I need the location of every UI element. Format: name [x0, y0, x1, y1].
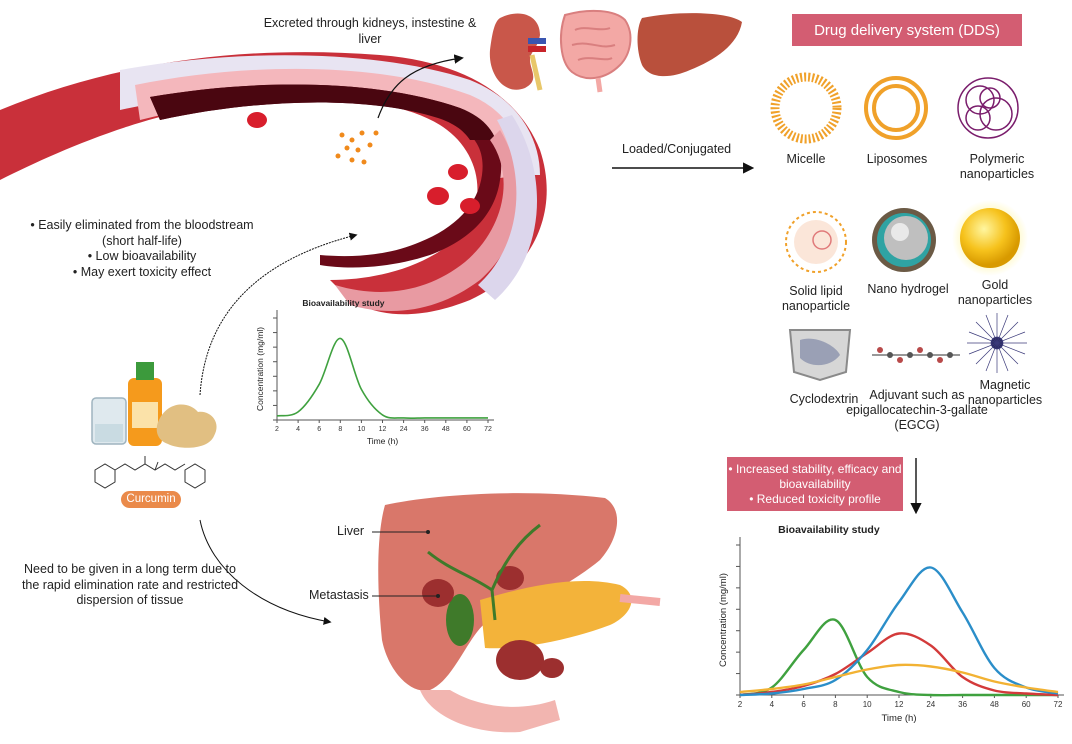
x-tick-label: 60 [1022, 700, 1031, 709]
excretion-arrow [377, 54, 464, 119]
blood-vessel-illustration [0, 52, 547, 315]
series-line-2 [739, 566, 1059, 697]
x-tick-label: 36 [958, 700, 967, 709]
curcumin-label: Curcumin [121, 491, 181, 508]
y-axis-label: Concentration (mg/ml) [718, 573, 729, 667]
x-tick-label: 6 [317, 426, 321, 433]
x-tick-label: 24 [400, 426, 408, 433]
loaded-conjugated-label: Loaded/Conjugated [622, 142, 732, 156]
solid-lipid-label: Solid lipid nanoparticle [781, 284, 851, 313]
x-tick-label: 6 [801, 700, 806, 709]
series-line-0 [276, 337, 488, 419]
curcumin-to-vessel-arrow [199, 232, 358, 396]
chart-title: Bioavailability study [778, 524, 880, 536]
benefit-item: • Increased stability, efficacy and bioa… [728, 461, 902, 491]
x-tick-label: 2 [275, 426, 279, 433]
liver-small-icon [637, 13, 742, 77]
x-tick-label: 48 [990, 700, 999, 709]
x-tick-label: 4 [296, 426, 300, 433]
liposome-icon [864, 76, 928, 140]
x-tick-label: 48 [442, 426, 450, 433]
metastasis-label: Metastasis [309, 588, 369, 602]
x-axis-label: Time (h) [367, 436, 398, 446]
micelle-icon [770, 72, 842, 144]
excretion-text: Excreted through kidneys, instestine & l… [263, 16, 477, 46]
curcumin-products-illustration [91, 362, 217, 448]
y-axis-label: Concentration (mg/ml) [255, 327, 265, 411]
adjuvant-label: Adjuvant such as epigallocatechin-3-gall… [846, 388, 988, 432]
cyclodextrin-icon [788, 329, 852, 382]
gold-label: Gold nanoparticles [957, 278, 1033, 307]
x-tick-label: 12 [379, 426, 387, 433]
intestine-icon [559, 9, 632, 93]
cyclodextrin-label: Cyclodextrin [789, 392, 859, 406]
x-tick-label: 60 [463, 426, 471, 433]
liver-pancreas-illustration [372, 493, 661, 733]
solid-lipid-nanoparticle-icon [785, 211, 847, 273]
series-line-1 [739, 632, 1059, 697]
x-tick-label: 24 [926, 700, 935, 709]
elimination-point: • May exert toxicity effect [72, 264, 212, 279]
x-tick-label: 72 [484, 426, 492, 433]
x-tick-label: 8 [338, 426, 342, 433]
x-tick-label: 10 [358, 426, 366, 433]
x-axis-label: Time (h) [881, 713, 916, 724]
curcumin-structure-icon [94, 456, 206, 489]
micelle-label: Micelle [786, 152, 826, 166]
elimination-point: • Low bioavailability [87, 249, 197, 264]
dds-title: Drug delivery system (DDS) [792, 14, 1022, 46]
series-line-0 [739, 618, 1058, 697]
polymeric-label: Polymeric nanoparticles [959, 152, 1035, 181]
elimination-points: • Easily eliminated from the bloodstream… [22, 218, 262, 281]
curcumin-to-liver-arrow [199, 519, 332, 625]
long-term-text: Need to be given in a long term due to t… [21, 562, 239, 608]
chart-title: Bioavailability study [302, 298, 384, 308]
liposomes-label: Liposomes [866, 152, 928, 166]
polymeric-nanoparticle-icon [957, 77, 1019, 139]
x-tick-label: 10 [863, 700, 872, 709]
x-tick-label: 8 [833, 700, 838, 709]
series-line-3 [739, 663, 1059, 694]
nano-hydrogel-icon [872, 208, 936, 272]
elimination-point: • Easily eliminated from the bloodstream… [30, 218, 254, 248]
kidney-icon [489, 13, 546, 91]
x-tick-label: 4 [770, 700, 775, 709]
x-tick-label: 2 [738, 700, 743, 709]
gold-nanoparticle-icon [952, 200, 1028, 276]
x-tick-label: 36 [421, 426, 429, 433]
nano-hydrogel-label: Nano hydrogel [867, 282, 949, 296]
egcg-adjuvant-icon [872, 347, 960, 363]
magnetic-nanoparticle-icon [967, 313, 1027, 373]
x-tick-label: 72 [1054, 700, 1063, 709]
liver-label: Liver [337, 524, 365, 538]
magnetic-label: Magnetic nanoparticles [967, 378, 1043, 407]
benefit-item: • Reduced toxicity profile [749, 491, 881, 506]
dds-benefits-box: • Increased stability, efficacy and bioa… [727, 457, 903, 511]
x-tick-label: 12 [895, 700, 904, 709]
